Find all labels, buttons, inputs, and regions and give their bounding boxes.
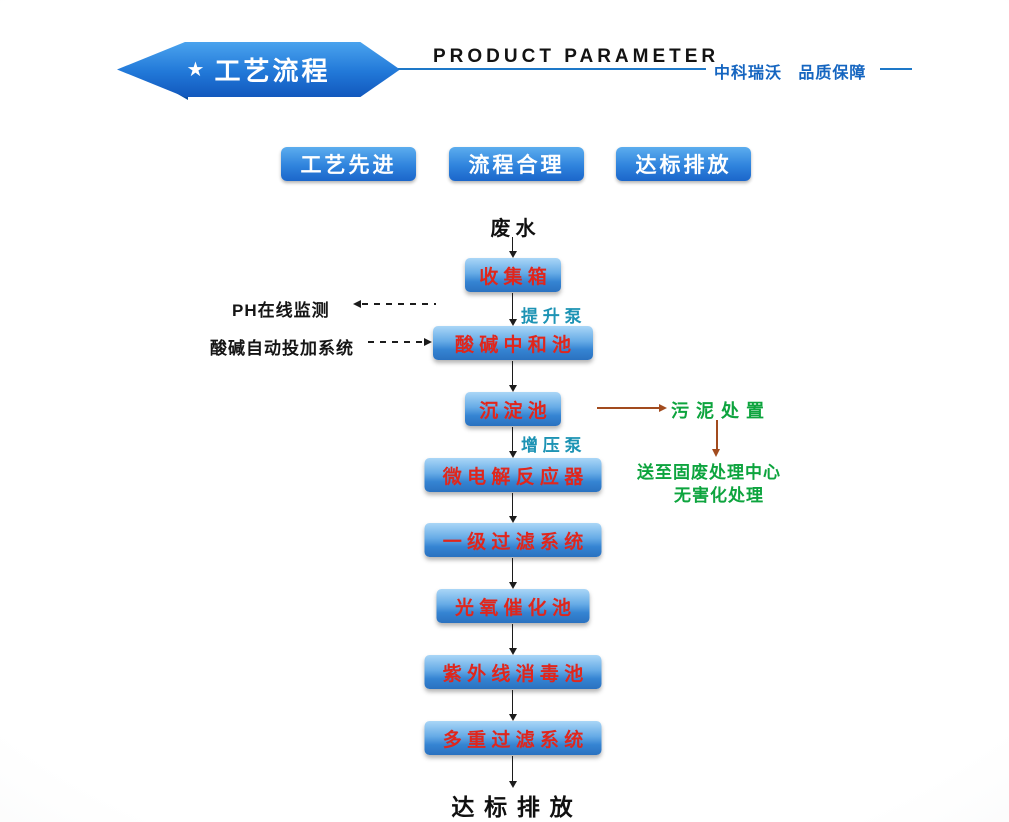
pump-label-boost: 增 压 泵 xyxy=(521,436,582,455)
pump-label-lift: 提 升 泵 xyxy=(521,307,582,326)
dashed-arrowhead-right-icon xyxy=(424,338,432,346)
header-divider-line xyxy=(398,68,706,70)
annotation-ph-online-monitor: PH在线监测 xyxy=(232,301,330,320)
flow-arrow-down xyxy=(508,427,517,458)
sludge-arrowhead-down-icon xyxy=(712,449,720,457)
flow-end-discharge: 达 标 排 放 xyxy=(451,795,575,820)
flow-start-wastewater: 废 水 xyxy=(490,218,536,240)
dashed-line-dosing xyxy=(368,341,424,343)
flow-arrow-down xyxy=(508,493,517,523)
flow-arrow-down xyxy=(508,237,517,258)
section-title-banner: ★ 工艺流程 xyxy=(117,42,400,97)
flow-arrow-down xyxy=(508,624,517,655)
disposal-center-line1: 送至固废处理中心 xyxy=(637,463,781,482)
flow-box-collection-tank: 收 集 箱 xyxy=(465,258,561,292)
flow-arrow-down xyxy=(508,361,517,392)
brand-slogan: 中科瑞沃 品质保障 xyxy=(714,65,867,82)
sludge-disposal-label: 污 泥 处 置 xyxy=(671,401,766,421)
flow-arrow-down xyxy=(508,756,517,788)
dashed-arrowhead-left-icon xyxy=(353,300,361,308)
sludge-down-line xyxy=(716,420,718,449)
flow-arrow-down xyxy=(508,558,517,589)
badge-advanced-technology: 工艺先进 xyxy=(281,147,416,181)
section-title: 工艺流程 xyxy=(214,56,331,86)
disposal-center-line2: 无害化处理 xyxy=(674,486,764,505)
header-divider-line-short xyxy=(880,68,912,70)
dashed-line-ph-monitor xyxy=(362,303,436,305)
star-icon: ★ xyxy=(186,59,205,81)
flow-box-neutralization-pool: 酸 碱 中 和 池 xyxy=(433,326,593,360)
header-subtitle-en: PRODUCT PARAMETER xyxy=(433,46,720,67)
flow-box-microelectrolysis-reactor: 微 电 解 反 应 器 xyxy=(424,458,602,492)
flow-arrow-down xyxy=(508,690,517,721)
flow-box-multi-filter-system: 多 重 过 滤 系 统 xyxy=(424,721,602,755)
annotation-dosing-system: 酸碱自动投加系统 xyxy=(210,339,354,358)
flow-arrow-down xyxy=(508,293,517,326)
flow-box-sedimentation-pool: 沉 淀 池 xyxy=(465,392,561,426)
flow-box-first-stage-filter: 一 级 过 滤 系 统 xyxy=(424,523,602,557)
sludge-arrowhead-right-icon xyxy=(659,404,667,412)
flow-box-photo-oxidation-pool: 光 氧 催 化 池 xyxy=(436,589,590,623)
badge-standard-discharge: 达标排放 xyxy=(616,147,751,181)
badge-reasonable-process: 流程合理 xyxy=(449,147,584,181)
flow-box-uv-disinfection-pool: 紫 外 线 消 毒 池 xyxy=(424,655,602,689)
sludge-branch-line xyxy=(597,407,659,409)
